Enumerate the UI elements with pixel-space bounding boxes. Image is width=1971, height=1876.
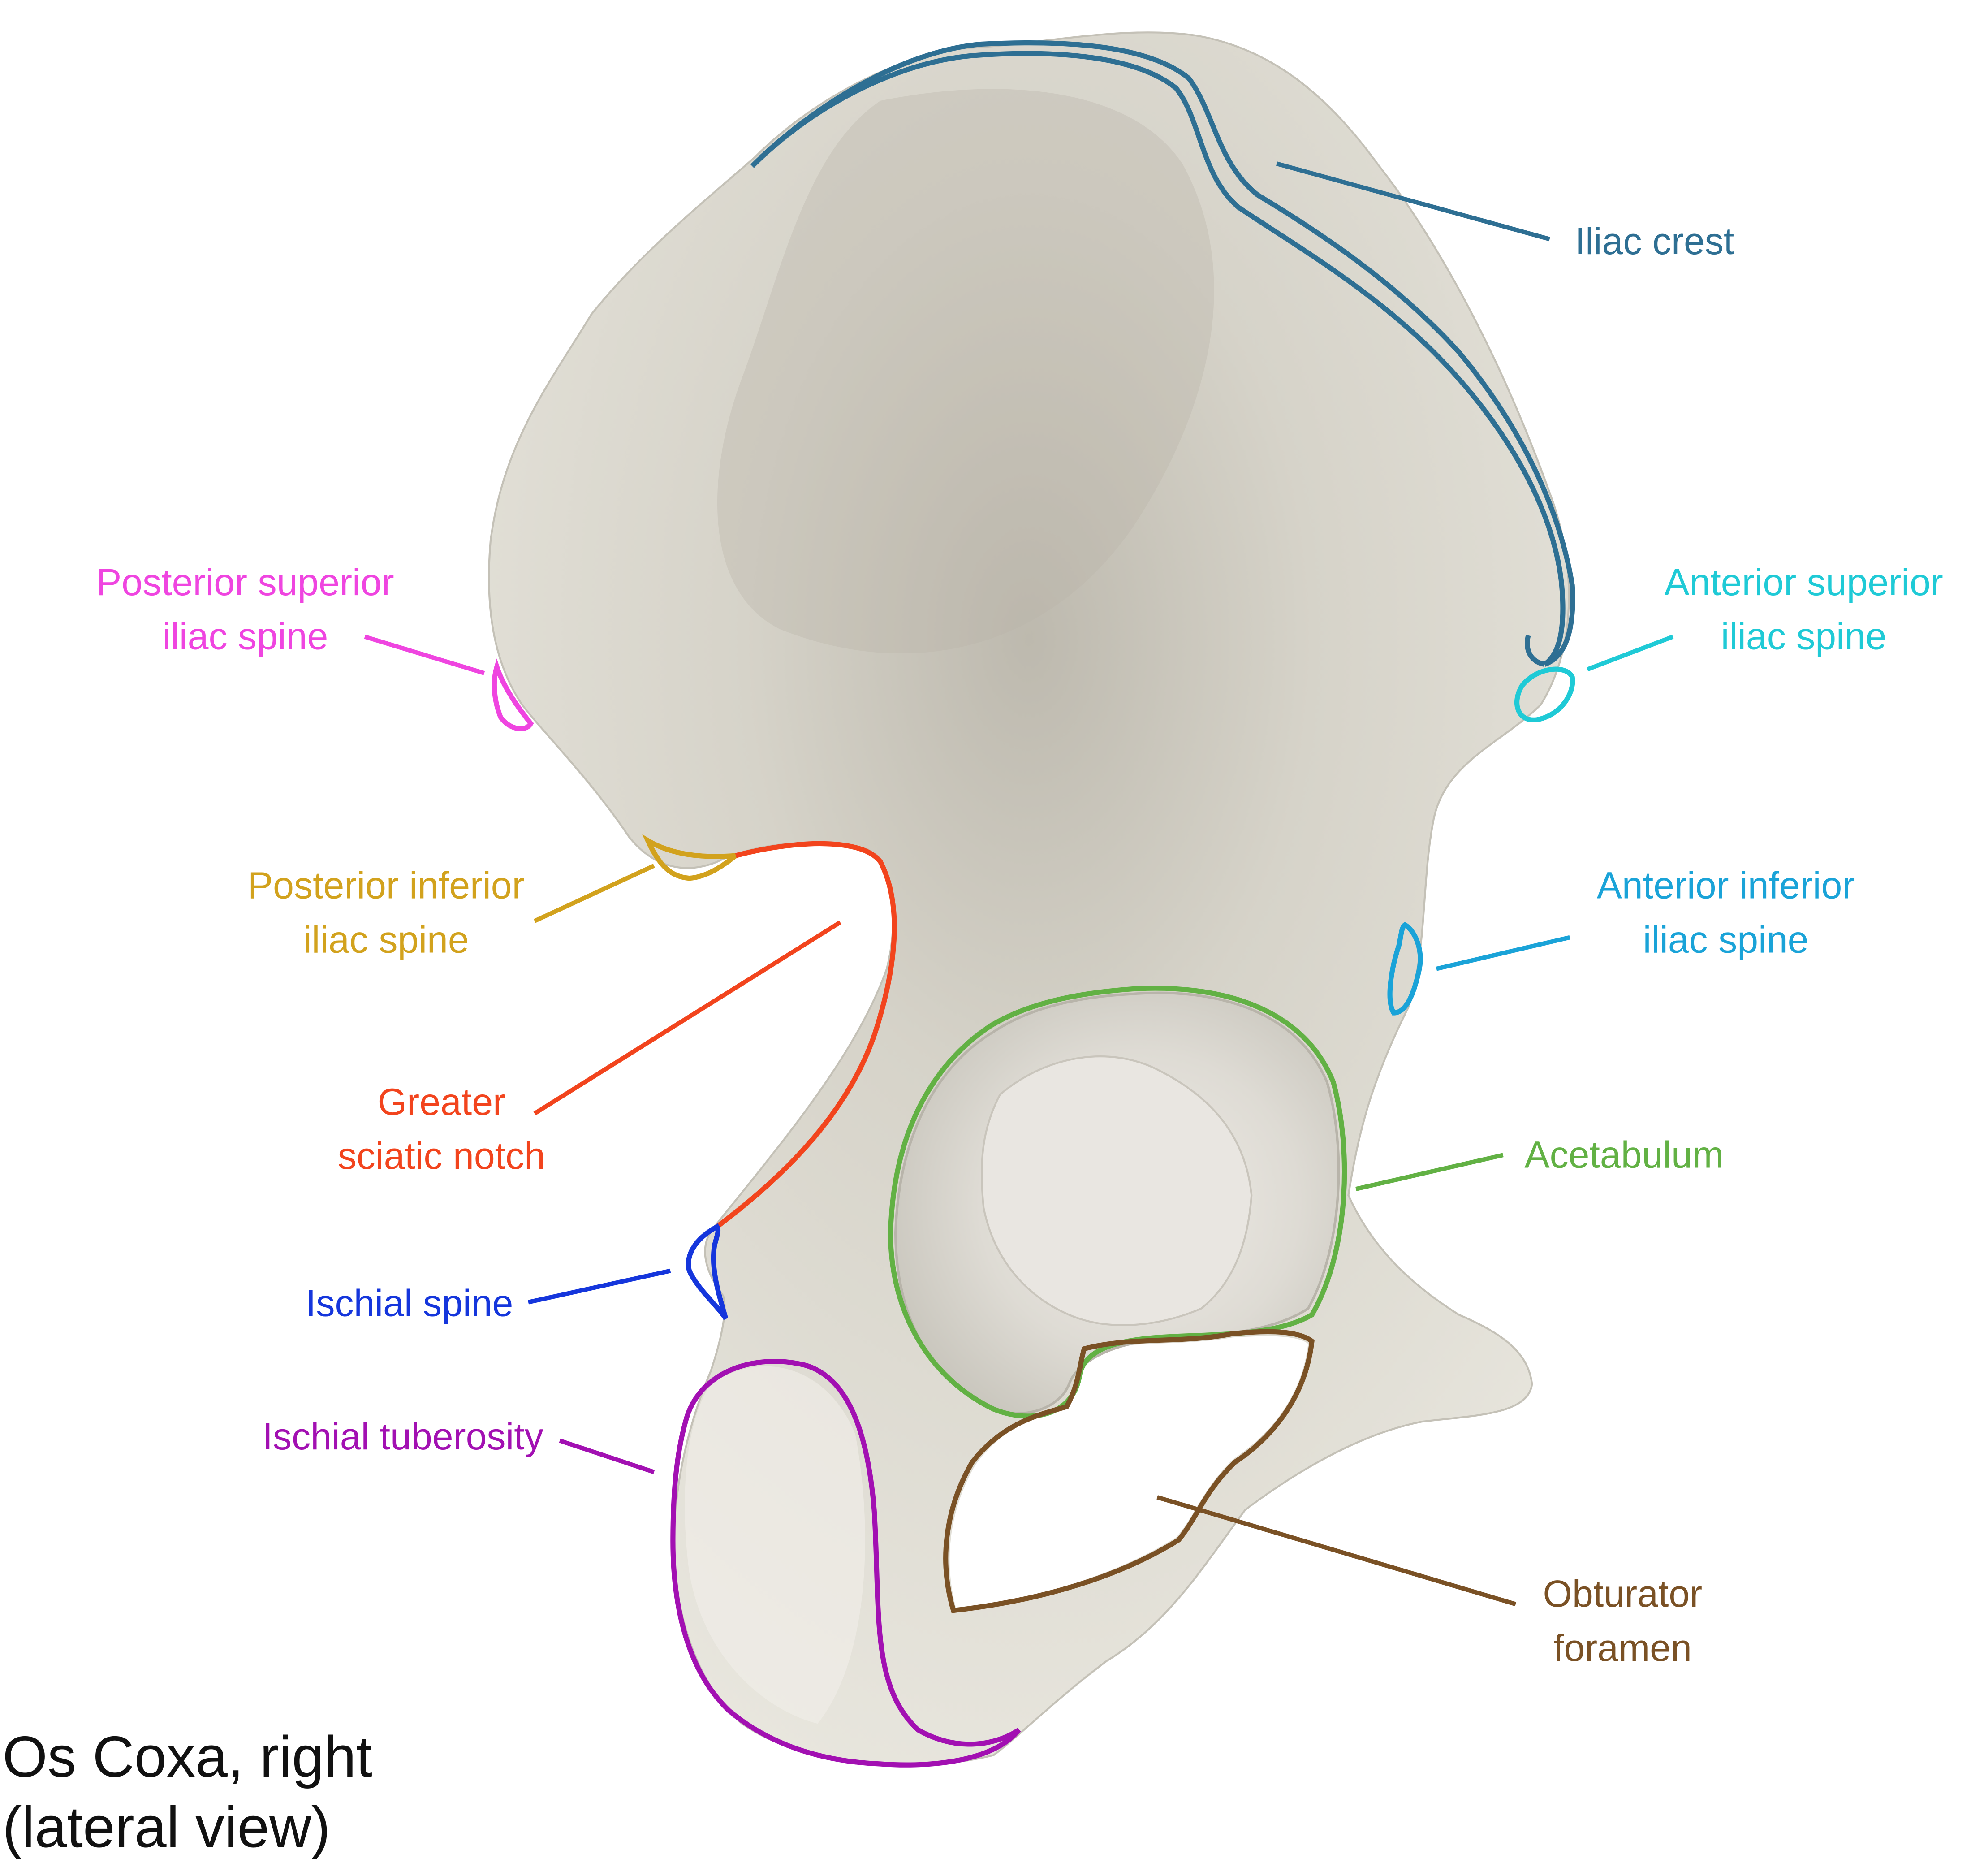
- label-ischial-tuberosity: Ischial tuberosity: [263, 1415, 543, 1457]
- aiis-outline: [1387, 921, 1423, 1016]
- label-asis-line1: Anterior superior: [1664, 561, 1943, 603]
- leader-ischial-spine: [527, 1268, 671, 1305]
- label-obturator-foramen-line2: foramen: [1553, 1627, 1692, 1669]
- figure-title-line1: Os Coxa, right: [3, 1725, 372, 1789]
- leader-ischial-tuberosity: [559, 1438, 655, 1474]
- label-ischial-spine: Ischial spine: [306, 1282, 513, 1324]
- ischial-tuberosity-outline: [670, 1359, 1021, 1768]
- leader-greater-sciatic-notch: [533, 920, 841, 1115]
- iliac-fossa-shade: [717, 89, 1214, 654]
- acetabular-fossa: [981, 1055, 1253, 1326]
- greater-sciatic-notch-outline: [715, 841, 897, 1229]
- leader-lines: [364, 161, 1674, 1607]
- asis-outline: [1514, 666, 1575, 722]
- label-psis-line1: Posterior superior: [96, 561, 394, 603]
- label-asis-line2: iliac spine: [1721, 615, 1887, 657]
- bone-illustration: [488, 31, 1570, 1766]
- iliac-crest-outline: [750, 40, 1575, 667]
- leader-aiis: [1436, 935, 1570, 971]
- obturator-hole: [949, 1336, 1308, 1608]
- leader-iliac-crest: [1276, 161, 1550, 242]
- figure-title-line2: (lateral view): [3, 1795, 331, 1859]
- leader-asis: [1587, 635, 1674, 672]
- label-piis-line2: iliac spine: [303, 918, 469, 960]
- psis-outline: [492, 658, 534, 731]
- ischial-spine-outline: [686, 1223, 729, 1320]
- label-aiis-line2: iliac spine: [1643, 918, 1809, 960]
- obturator-foramen-outline: [943, 1329, 1315, 1613]
- leader-acetabulum: [1355, 1153, 1504, 1191]
- label-obturator-foramen-line1: Obturator: [1543, 1573, 1703, 1615]
- label-piis-line1: Posterior inferior: [248, 865, 525, 907]
- label-greater-sciatic-notch-line2: sciatic notch: [338, 1135, 545, 1177]
- leader-piis: [534, 864, 655, 923]
- ischium-shade: [685, 1366, 865, 1724]
- label-aiis-line1: Anterior inferior: [1597, 865, 1855, 907]
- leader-obturator-foramen: [1156, 1495, 1517, 1607]
- leader-psis: [364, 634, 485, 675]
- label-psis-line2: iliac spine: [163, 615, 328, 657]
- piis-outline: [642, 834, 744, 881]
- label-acetabulum: Acetabulum: [1524, 1133, 1724, 1176]
- label-iliac-crest: Iliac crest: [1575, 220, 1734, 262]
- label-greater-sciatic-notch-line1: Greater: [378, 1081, 505, 1123]
